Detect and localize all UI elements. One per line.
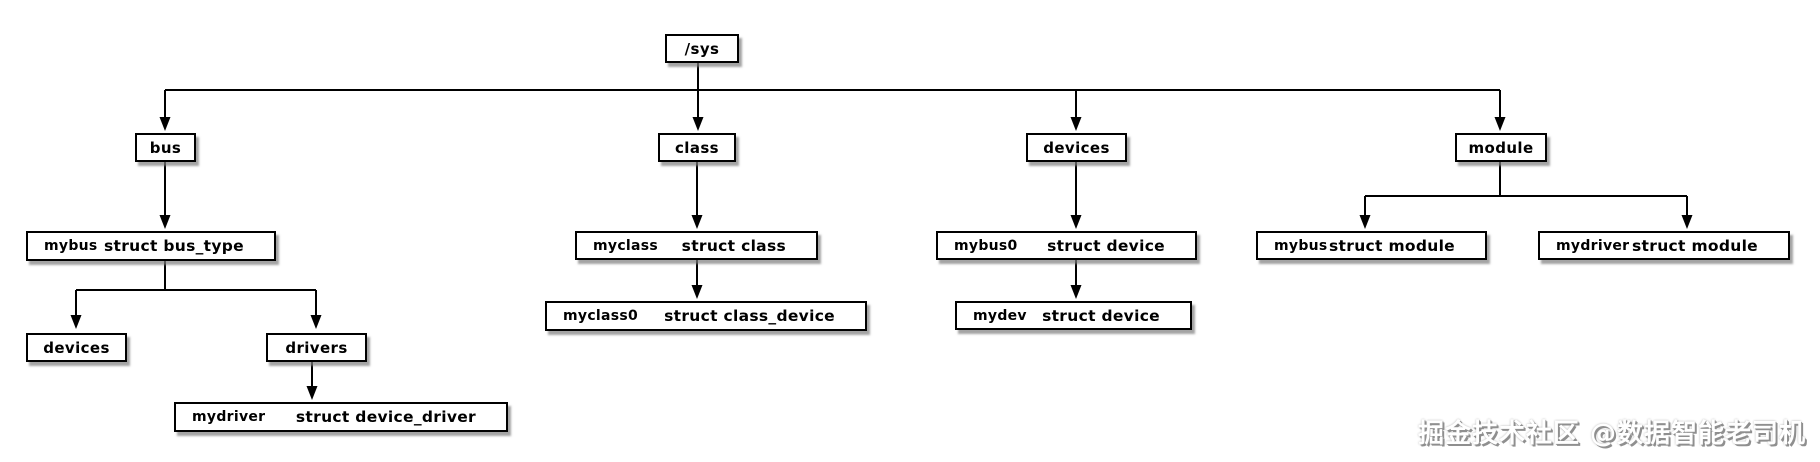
node-devices-label: devices [1043, 138, 1110, 157]
node-mybus-module-name: mybus [1274, 237, 1328, 254]
node-mybus0-struct: struct device [1047, 236, 1165, 255]
edge-module-split [1359, 162, 1693, 229]
edge-class-myclass [691, 162, 703, 229]
node-mybus-bus-type-struct: struct bus_type [103, 237, 244, 255]
edge-bus-mybus [159, 162, 171, 229]
node-module-label: module [1468, 138, 1534, 157]
node-mybus-bus-type-name: mybus [44, 238, 98, 254]
node-class-label: class [674, 138, 719, 157]
node-myclass-name: myclass [593, 237, 659, 254]
node-mybus-module-struct: struct module [1329, 236, 1455, 255]
node-myclass0-name: myclass0 [563, 308, 639, 324]
node-sys: /sys [665, 34, 739, 63]
node-sys-label: /sys [684, 39, 720, 58]
edge-devices-mybus0 [1070, 162, 1082, 229]
node-mybus0: mybus0 struct device [936, 231, 1197, 260]
edge-trunk-devices [1070, 90, 1082, 131]
node-mydriver-device-driver: mydriver struct device_driver [174, 402, 508, 432]
node-myclass0: myclass0 struct class_device [545, 301, 867, 331]
edge-mybus-split [70, 260, 322, 329]
node-mybus0-name: mybus0 [954, 237, 1018, 254]
node-mybus-module: mybus struct module [1256, 231, 1487, 260]
node-myclass0-struct: struct class_device [664, 307, 835, 325]
node-mybus-bus-type: mybus struct bus_type [26, 231, 276, 261]
edge-trunk-bus [159, 90, 171, 131]
edge-trunk-module [1494, 90, 1506, 131]
node-module: module [1455, 133, 1547, 162]
node-devices: devices [1026, 133, 1127, 162]
node-myclass: myclass struct class [575, 231, 818, 260]
node-mydev-struct: struct device [1042, 306, 1160, 325]
edge-sys-class [692, 63, 704, 131]
edge-myclass-myclass0 [691, 260, 703, 299]
watermark-text: 掘金技术社区 @数据智能老司机 [1417, 419, 1806, 449]
node-bus-devices-label: devices [43, 338, 110, 357]
node-mydriver-module-name: mydriver [1556, 237, 1630, 254]
node-myclass-struct: struct class [681, 236, 786, 255]
node-bus: bus [135, 133, 196, 162]
node-bus-drivers: drivers [266, 333, 367, 362]
node-mydev: mydev struct device [955, 301, 1192, 330]
node-bus-label: bus [149, 138, 182, 157]
edge-drivers-mydriver [306, 362, 318, 400]
node-mydriver-module-struct: struct module [1632, 236, 1758, 255]
node-bus-drivers-label: drivers [285, 338, 348, 357]
node-class: class [658, 133, 736, 162]
edge-mybus0-mydev [1070, 260, 1082, 299]
node-bus-devices: devices [26, 333, 127, 362]
node-mydev-name: mydev [973, 307, 1027, 324]
node-mydriver-device-driver-struct: struct device_driver [295, 408, 476, 426]
node-mydriver-device-driver-name: mydriver [192, 409, 266, 425]
node-mydriver-module: mydriver struct module [1538, 231, 1790, 260]
